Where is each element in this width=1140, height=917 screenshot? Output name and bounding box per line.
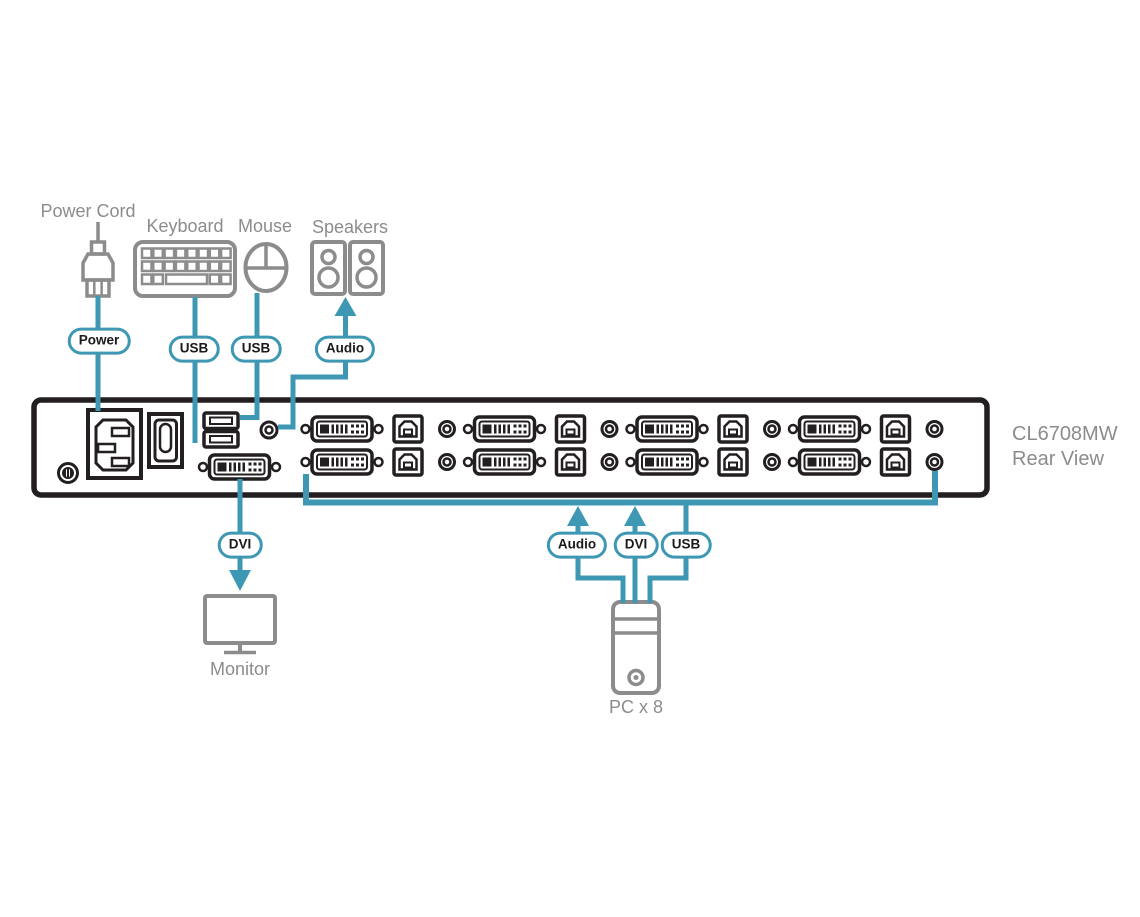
ground-screw xyxy=(57,462,79,484)
dvi-port xyxy=(462,415,547,443)
dvi-port xyxy=(624,448,710,476)
power-plug-icon xyxy=(81,222,115,298)
mouse-icon xyxy=(243,242,289,293)
speakers-label: Speakers xyxy=(311,217,389,237)
dvi-port xyxy=(299,448,385,476)
console-usb-ports xyxy=(202,411,240,449)
keyboard-usb-pill: USB xyxy=(168,335,220,363)
kvm-switch-panel xyxy=(31,397,990,498)
console-audio-jack xyxy=(259,420,279,440)
pc-audio-pill: Audio xyxy=(546,531,608,559)
mouse-label: Mouse xyxy=(237,216,293,236)
pc-usb-pill: USB xyxy=(660,531,712,559)
monitor-label: Monitor xyxy=(209,659,271,679)
dvi-port xyxy=(299,415,385,443)
mouse-usb-pill: USB xyxy=(230,335,282,363)
model-label: CL6708MW xyxy=(1012,423,1118,445)
power-pill: Power xyxy=(67,327,131,355)
dvi-port xyxy=(462,448,547,476)
power-switch xyxy=(147,412,184,469)
down-arrow-icon xyxy=(229,570,251,591)
keyboard-icon xyxy=(133,240,237,298)
speakers-audio-pill: Audio xyxy=(314,335,376,363)
cable-mouse-usb xyxy=(240,293,260,420)
dvi-port xyxy=(624,415,710,443)
speakers-icon xyxy=(310,240,385,296)
cable-pc-bus xyxy=(303,471,938,506)
pc-tower-icon xyxy=(611,600,661,695)
pc-group-label: PC x 8 xyxy=(608,697,664,717)
pc-dvi-pill: DVI xyxy=(613,531,659,559)
view-label: Rear View xyxy=(1012,448,1104,470)
power-inlet-port xyxy=(86,408,143,480)
dvi-port xyxy=(787,415,872,443)
monitor-icon xyxy=(203,594,277,655)
monitor-dvi-pill: DVI xyxy=(217,531,263,559)
keyboard-label: Keyboard xyxy=(146,216,224,236)
dvi-port xyxy=(787,448,872,476)
up-arrow-icon xyxy=(567,506,589,526)
power-cord-label: Power Cord xyxy=(40,201,136,221)
up-arrow-icon xyxy=(334,297,357,316)
console-dvi-port xyxy=(197,453,282,481)
up-arrow-icon xyxy=(624,506,646,526)
